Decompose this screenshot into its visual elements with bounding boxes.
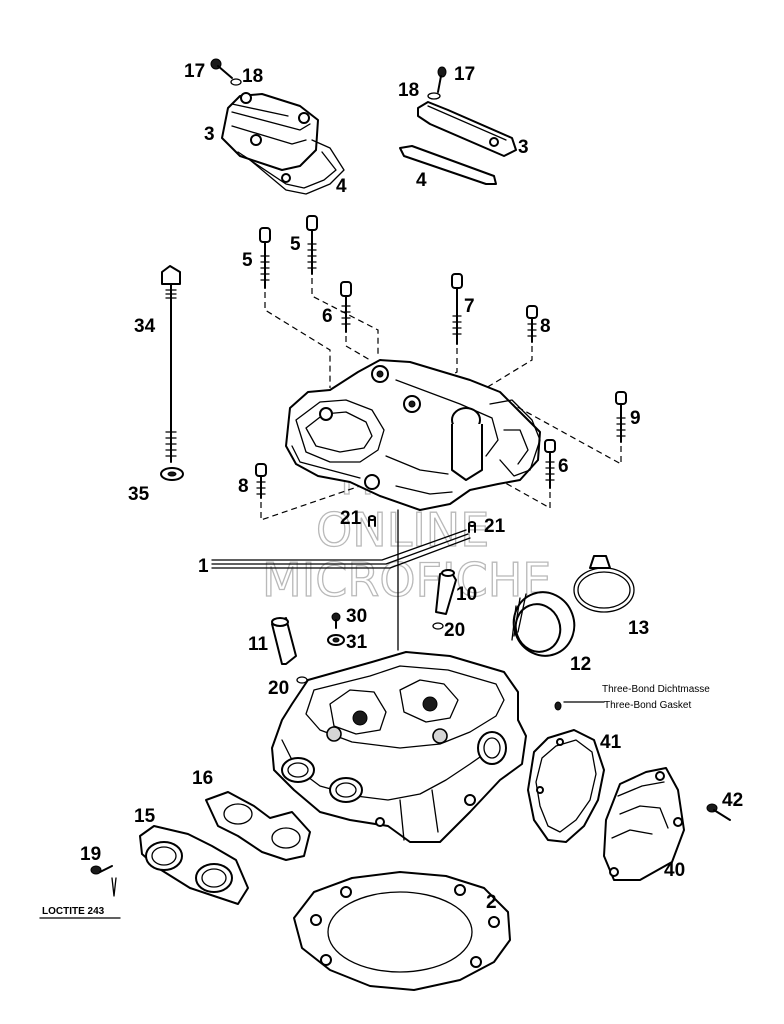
callout-17-right: 17: [454, 64, 475, 85]
bolt-5-left[interactable]: [259, 227, 271, 289]
o-ring-18-left[interactable]: [230, 78, 242, 86]
callout-1: 1: [198, 556, 209, 577]
callout-30: 30: [346, 606, 367, 627]
valve-cover-gasket-left[interactable]: [237, 139, 345, 195]
cover-gasket-41[interactable]: [527, 729, 605, 843]
callout-42: 42: [722, 790, 743, 811]
valve-cover-right[interactable]: [417, 101, 517, 157]
washer-31[interactable]: [327, 634, 345, 646]
bolt-6-left[interactable]: [340, 281, 352, 333]
loctite-drop: [111, 877, 117, 897]
bolt-8-top[interactable]: [526, 305, 538, 343]
callout-numbers: 17 18 3 4 17 18 3 4 5 5 6 7 8 9 6 8 34 3…: [80, 61, 743, 913]
dowel-21-left[interactable]: [368, 515, 376, 527]
bolt-6-right[interactable]: [544, 439, 556, 489]
callout-9: 9: [630, 408, 641, 429]
washer-35[interactable]: [160, 467, 184, 481]
long-stud-34[interactable]: [161, 265, 181, 463]
three-bond-note-de: Three-Bond Dichtmasse: [602, 684, 710, 695]
gasket-drop-marker: [554, 701, 562, 711]
cover-40[interactable]: [603, 767, 685, 881]
callout-18-right: 18: [398, 80, 419, 101]
callout-21-left: 21: [340, 508, 362, 529]
callout-8-top: 8: [540, 316, 551, 337]
exhaust-gasket-16[interactable]: [205, 791, 311, 861]
part-1-leader: [211, 509, 471, 651]
dowel-21-right[interactable]: [468, 521, 476, 533]
callout-13: 13: [628, 618, 649, 639]
callout-40: 40: [664, 860, 685, 881]
loctite-note: LOCTITE 243: [42, 906, 105, 917]
watermark-line-2: ONLINE: [316, 503, 489, 557]
valve-guide-11[interactable]: [271, 617, 297, 665]
callout-15: 15: [134, 806, 156, 827]
callout-5-left: 5: [242, 250, 253, 271]
callout-2: 2: [486, 892, 497, 913]
o-ring-18-right[interactable]: [427, 92, 441, 100]
exhaust-flange-15[interactable]: [139, 825, 249, 905]
callout-21-right: 21: [484, 516, 506, 537]
valve-guide-10[interactable]: [435, 569, 457, 615]
bolt-7[interactable]: [451, 273, 463, 345]
head-gasket-2[interactable]: [293, 871, 511, 991]
callout-20-left: 20: [268, 678, 289, 699]
o-ring-20-right[interactable]: [432, 622, 444, 630]
three-bond-note-en: Three-Bond Gasket: [604, 700, 691, 711]
hose-clamp-13[interactable]: [573, 555, 635, 613]
bolt-8-bottom[interactable]: [255, 463, 267, 499]
callout-3-right: 3: [518, 137, 529, 158]
callout-18-left: 18: [242, 66, 263, 87]
screw-17-right[interactable]: [437, 66, 447, 93]
callout-31: 31: [346, 632, 368, 653]
callout-17-left: 17: [184, 61, 205, 82]
callout-35: 35: [128, 484, 150, 505]
callout-6-left: 6: [322, 306, 333, 327]
callout-8-bottom: 8: [238, 476, 249, 497]
bolt-19[interactable]: [90, 865, 113, 875]
valve-cover-left[interactable]: [221, 92, 319, 171]
callout-7: 7: [464, 296, 475, 317]
screw-17-left[interactable]: [210, 58, 233, 79]
valve-cover-gasket-right[interactable]: [399, 145, 497, 185]
callout-16: 16: [192, 768, 213, 789]
bolt-42[interactable]: [706, 803, 731, 821]
bolt-5-right[interactable]: [306, 215, 318, 275]
callout-6-right: 6: [558, 456, 569, 477]
callout-4-left: 4: [336, 176, 347, 197]
callout-10: 10: [456, 584, 477, 605]
callout-3-left: 3: [204, 124, 215, 145]
callout-4-right: 4: [416, 170, 427, 191]
cylinder-head[interactable]: [271, 651, 527, 843]
callout-19: 19: [80, 844, 101, 865]
bolt-30[interactable]: [331, 612, 341, 629]
callout-12: 12: [570, 654, 591, 675]
callout-5-right: 5: [290, 234, 301, 255]
callout-34: 34: [134, 316, 156, 337]
intake-rubber-12[interactable]: [505, 584, 583, 665]
callout-20-right: 20: [444, 620, 465, 641]
callout-11: 11: [248, 634, 269, 655]
camshaft-carrier[interactable]: [285, 359, 541, 511]
bolt-9[interactable]: [615, 391, 627, 443]
callout-41: 41: [600, 732, 622, 753]
